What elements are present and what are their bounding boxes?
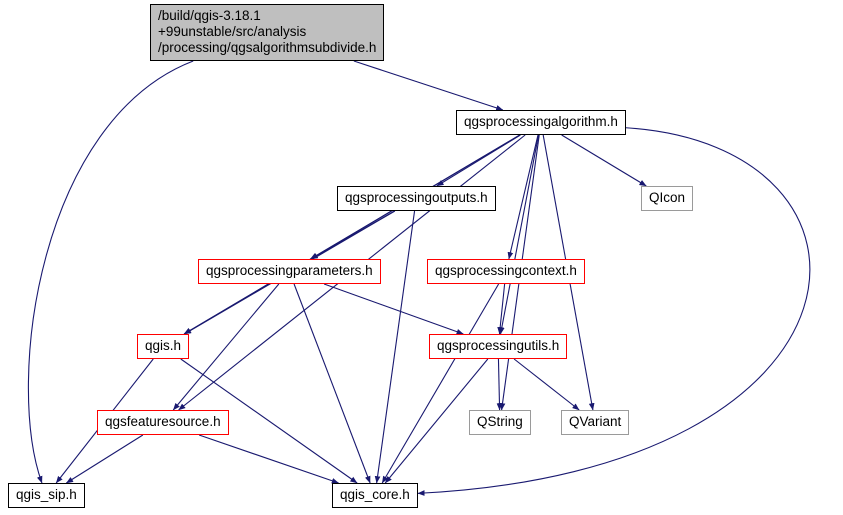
edge-qgsprocessingalgorithm-to-qgsprocessingutils	[499, 134, 540, 335]
node-qgsfeaturesource-h[interactable]: qgsfeaturesource.h	[97, 410, 229, 435]
edge-main-to-qgsprocessingalgorithm	[353, 60, 504, 111]
edge-qgsprocessingalgorithm-to-qgsprocessingcontext	[507, 134, 539, 260]
node-qgsprocessingoutputs-h[interactable]: qgsprocessingoutputs.h	[337, 186, 496, 211]
node-qgsprocessingutils-h[interactable]: qgsprocessingutils.h	[429, 334, 568, 359]
edge-main-to-qgis_sip	[27, 60, 194, 484]
edge-qgsprocessingcontext-to-qgis_core	[381, 283, 500, 484]
node-qgis-sip-h[interactable]: qgis_sip.h	[8, 483, 85, 508]
node-qgis-h[interactable]: qgis.h	[137, 334, 190, 359]
edge-qgsprocessingutils-to-qgis_core	[384, 358, 489, 484]
node-qgsprocessingcontext-h[interactable]: qgsprocessingcontext.h	[427, 259, 585, 284]
edge-qgsprocessingoutputs-to-qgis_core	[374, 210, 416, 484]
edge-qgsprocessingutils-to-qstring	[496, 358, 503, 411]
node-qgsprocessingparameters-h[interactable]: qgsprocessingparameters.h	[198, 259, 381, 284]
edge-qgsprocessingutils-to-qvariant	[513, 358, 580, 411]
node-qgsalgorithmsubdivide-h: /build/qgis-3.18.1 +99unstable/src/analy…	[150, 4, 385, 61]
edge-qgsprocessingparameters-to-qgis_core	[293, 283, 371, 484]
edge-qgsprocessingparameters-to-qgis	[183, 283, 269, 335]
node-qgsprocessingalgorithm-h[interactable]: qgsprocessingalgorithm.h	[456, 110, 626, 135]
node-qvariant[interactable]: QVariant	[561, 410, 630, 435]
edge-qgsprocessingalgorithm-to-qgis_core	[417, 127, 811, 496]
node-qicon[interactable]: QIcon	[641, 186, 694, 211]
edge-qgsprocessingparameters-to-qgsprocessingutils	[323, 283, 464, 335]
node-qstring[interactable]: QString	[469, 410, 531, 435]
edge-qgsfeaturesource-to-qgis_core	[198, 434, 339, 484]
edge-qgsprocessingcontext-to-qgsprocessingutils	[497, 283, 506, 335]
edge-qgsprocessingparameters-to-qgsfeaturesource	[172, 283, 280, 411]
edge-qgsprocessingalgorithm-to-qicon	[561, 134, 647, 187]
edge-qgis-to-qgis_core	[180, 358, 358, 484]
edge-qgsfeaturesource-to-qgis_sip	[66, 434, 144, 484]
node-qgis-core-h[interactable]: qgis_core.h	[332, 483, 418, 508]
